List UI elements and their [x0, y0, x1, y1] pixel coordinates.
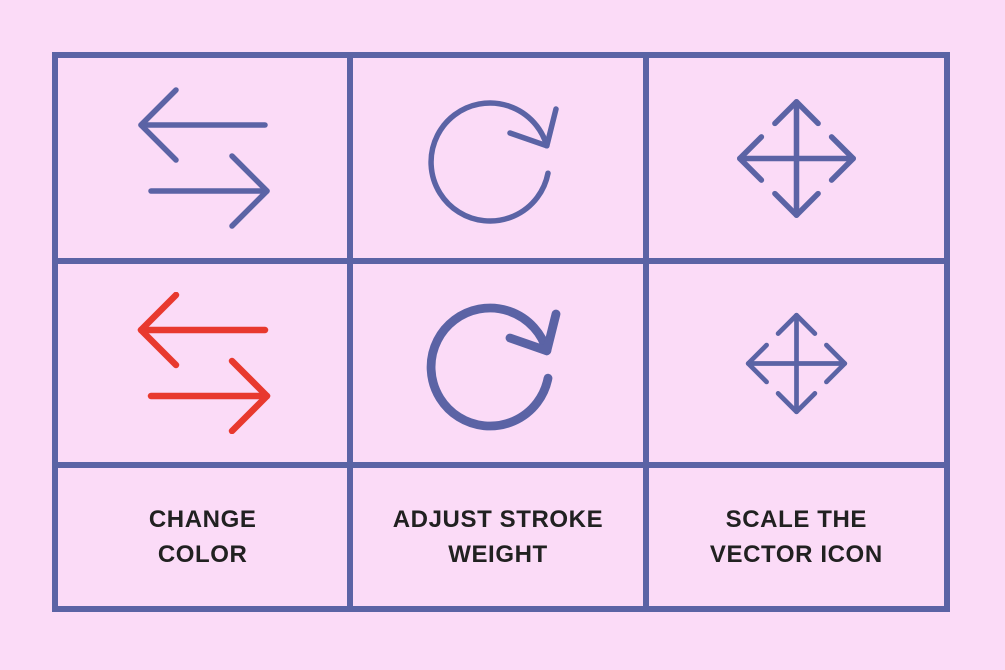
rotate-clockwise-icon — [428, 100, 559, 224]
swap-arrows-icon — [137, 87, 270, 229]
swap-arrows-red-icon — [137, 292, 270, 434]
cell-rotate-original — [353, 58, 649, 264]
adjust-stroke-weight-label: ADJUST STROKE WEIGHT — [392, 506, 604, 568]
move-arrows-icon — [736, 98, 856, 218]
cell-label-scale-icon: SCALE THE VECTOR ICON — [649, 468, 944, 606]
cell-move-scaled — [648, 264, 944, 468]
scale-vector-icon-label: SCALE THE VECTOR ICON — [709, 506, 883, 568]
cell-swap-recolored — [58, 264, 354, 468]
cell-label-adjust-stroke: ADJUST STROKE WEIGHT — [353, 468, 649, 606]
rotate-clockwise-bold-icon — [426, 303, 561, 431]
change-color-label: CHANGE COLOR — [148, 506, 257, 568]
cell-move-original — [648, 58, 944, 264]
move-arrows-small-icon — [745, 312, 847, 414]
cell-swap-original — [58, 58, 354, 264]
cell-label-change-color: CHANGE COLOR — [58, 468, 354, 606]
cell-rotate-bold — [353, 264, 649, 468]
icon-grid: CHANGE COLOR ADJUST STROKE WEIGHT SCALE … — [52, 52, 950, 612]
